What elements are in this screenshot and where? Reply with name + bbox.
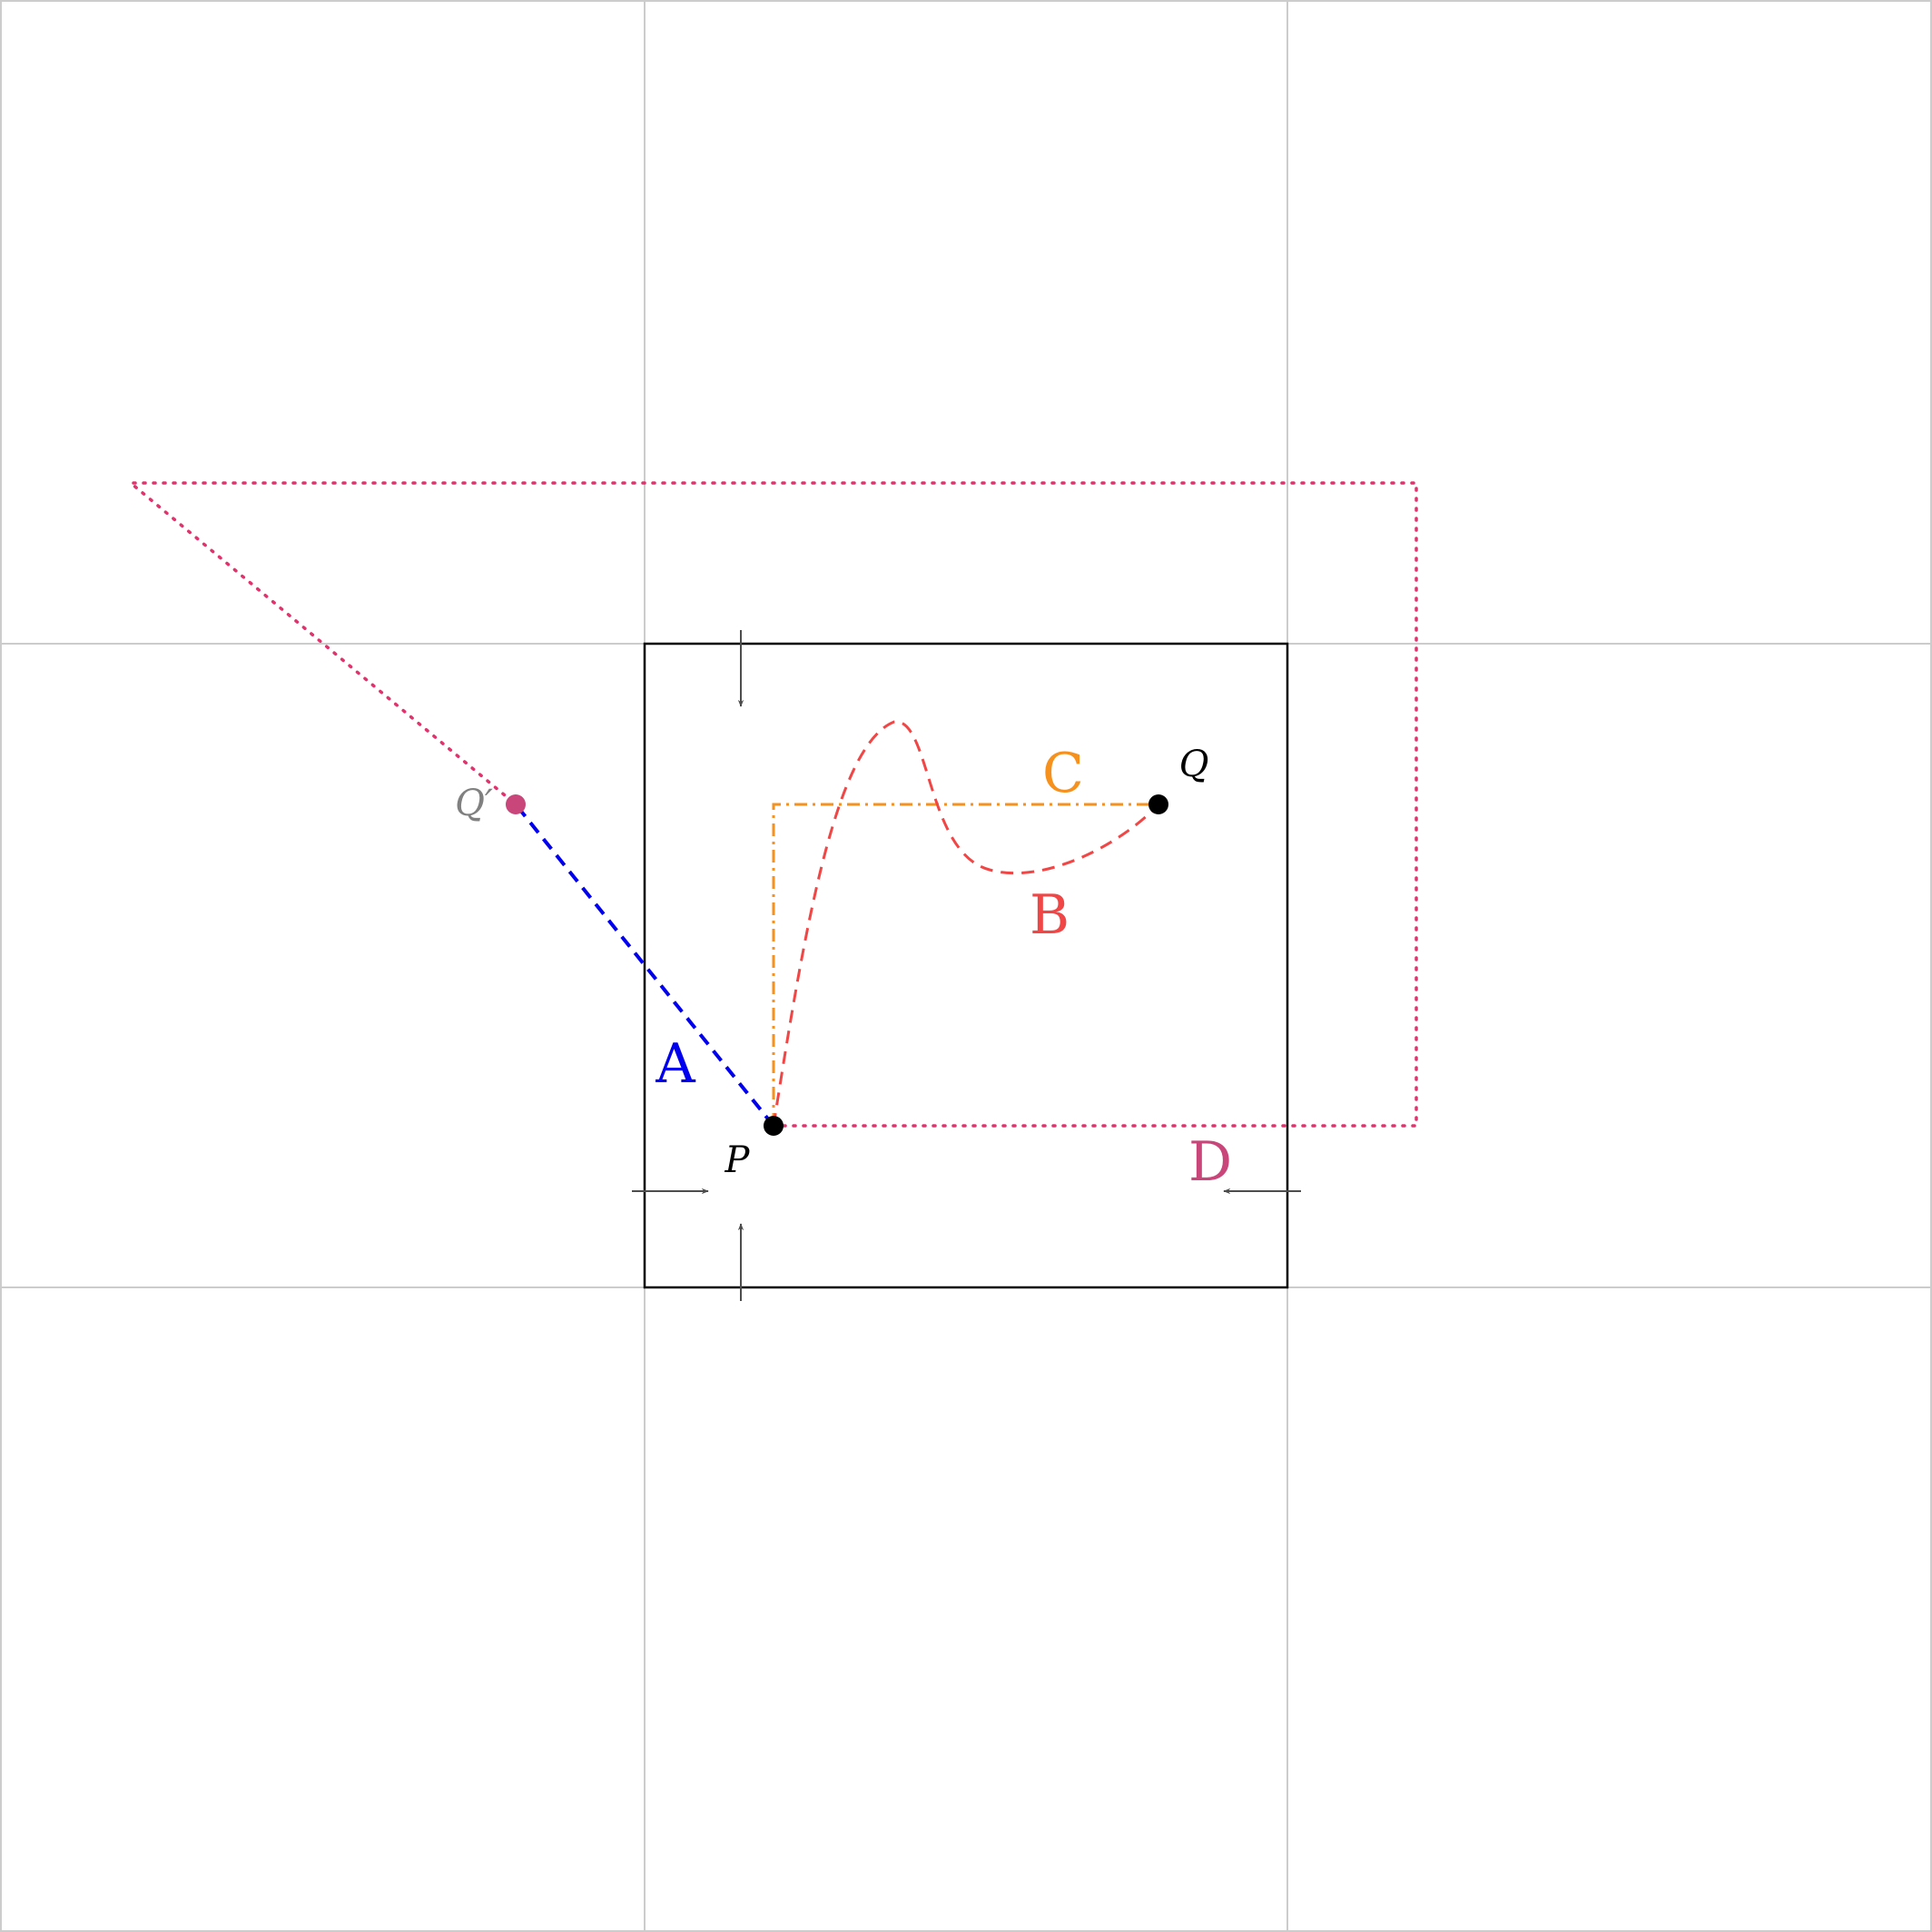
label-path-c: C — [1042, 742, 1084, 805]
path-a — [514, 803, 775, 1128]
label-path-b: B — [1030, 883, 1070, 947]
point-q — [1148, 794, 1168, 814]
path-b — [772, 720, 1160, 1127]
path-c — [772, 803, 1158, 1126]
label-point-q: Q — [1179, 744, 1209, 785]
fundamental-square — [643, 642, 1289, 1289]
identification-arrows — [632, 630, 1301, 1301]
path-d — [126, 481, 1418, 1128]
point-q-prime — [506, 794, 526, 814]
label-path-d: D — [1188, 1130, 1232, 1194]
label-point-q-prime: Q′ — [455, 783, 493, 824]
label-point-p: P — [724, 1139, 751, 1181]
point-p — [764, 1116, 784, 1136]
label-path-a: A — [655, 1032, 695, 1096]
